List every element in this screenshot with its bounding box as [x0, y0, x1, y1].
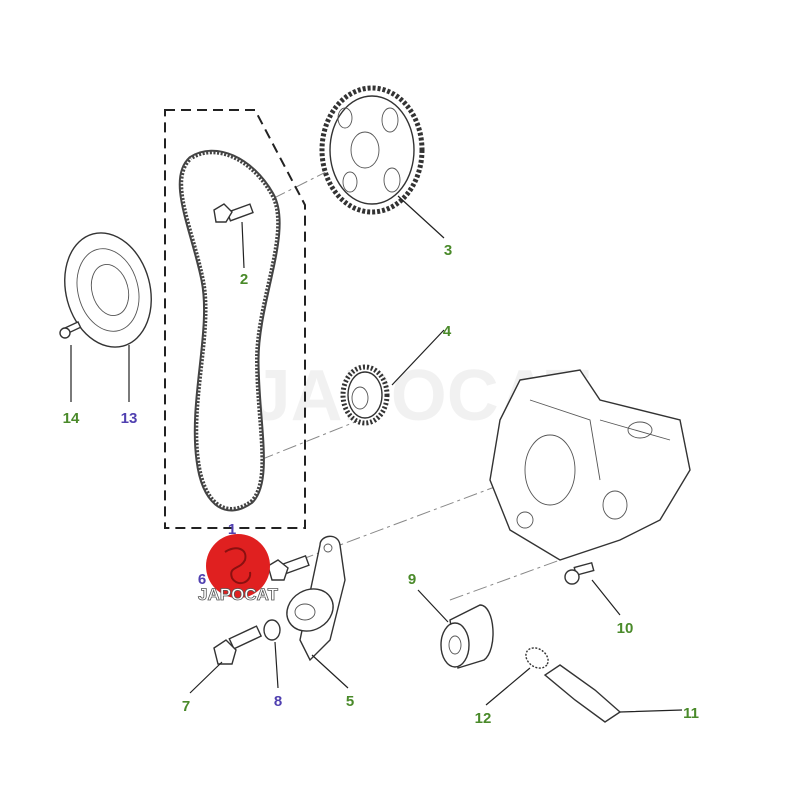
callout-3: 3 — [444, 242, 452, 259]
camshaft-sprocket — [319, 85, 425, 215]
callout-7: 7 — [182, 698, 190, 715]
bolt-10 — [564, 561, 595, 585]
crank-sprocket — [340, 364, 390, 426]
callout-5: 5 — [346, 693, 354, 710]
callout-2: 2 — [240, 271, 248, 288]
callout-1: 1 — [228, 521, 236, 538]
idler-bearing — [440, 604, 494, 669]
washer-8 — [263, 619, 281, 641]
japocat-logo: JAPOCAT — [198, 534, 279, 604]
plunger-spring — [525, 647, 622, 723]
callout-8: 8 — [274, 693, 282, 710]
callout-12: 12 — [475, 710, 492, 727]
timing-belt — [178, 149, 281, 512]
callout-10: 10 — [617, 620, 634, 637]
callout-11: 11 — [683, 705, 699, 722]
center-lines — [249, 169, 561, 601]
callout-14: 14 — [63, 410, 80, 427]
bolt-6 — [267, 554, 310, 581]
tensioner — [286, 535, 346, 662]
bolt-14 — [59, 320, 82, 339]
callout-6: 6 — [198, 571, 206, 588]
callout-13: 13 — [121, 410, 138, 427]
logo-text: JAPOCAT — [198, 585, 279, 604]
bolt-7 — [213, 625, 263, 665]
bolt-2 — [213, 203, 254, 223]
callout-4: 4 — [443, 323, 452, 340]
oil-pump-housing — [489, 369, 691, 561]
crank-pulley-plate — [64, 232, 152, 348]
timing-belt-kit-box — [164, 109, 306, 529]
leader-lines — [70, 195, 683, 713]
callout-9: 9 — [408, 571, 416, 588]
